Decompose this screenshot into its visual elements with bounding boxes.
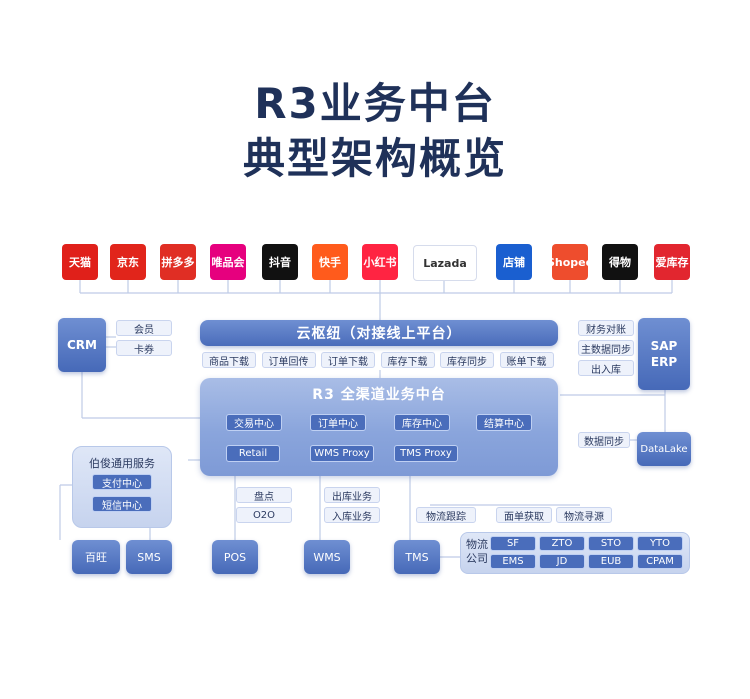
- channel-logo-5: 快手: [312, 244, 348, 280]
- sms-box: SMS: [126, 540, 172, 574]
- erp-label: ERP: [650, 355, 678, 369]
- sap-item-reconcile: 财务对账: [578, 320, 634, 336]
- boyun-item-payment: 支付中心: [92, 474, 152, 490]
- boyun-panel: [72, 446, 172, 528]
- channel-logo-0: 天猫: [62, 244, 98, 280]
- carrier-sto: STO: [588, 536, 634, 551]
- channel-logo-1: 京东: [110, 244, 146, 280]
- sap-erp-box: SAP ERP: [638, 318, 690, 390]
- tms-item-sourcing: 物流寻源: [556, 507, 612, 523]
- core-proxy: Retail: [226, 445, 280, 462]
- tms-box: TMS: [394, 540, 440, 574]
- wms-box: WMS: [304, 540, 350, 574]
- carrier-eub: EUB: [588, 554, 634, 569]
- channel-logo-11: 爱库存: [654, 244, 690, 280]
- channel-logo-10: 得物: [602, 244, 638, 280]
- carrier-yto: YTO: [637, 536, 683, 551]
- core-center: 订单中心: [310, 414, 366, 431]
- carrier-zto: ZTO: [539, 536, 585, 551]
- channel-logo-8: 店铺: [496, 244, 532, 280]
- channel-logo-9: Shopee: [552, 244, 588, 280]
- wms-item-outbound: 出库业务: [324, 487, 380, 503]
- sap-label: SAP: [650, 339, 678, 353]
- channel-logo-3: 唯品会: [210, 244, 246, 280]
- yunshuniu-function: 库存同步: [440, 352, 494, 368]
- core-title: R3 全渠道业务中台: [312, 387, 446, 403]
- core-proxy: TMS Proxy: [394, 445, 458, 462]
- pos-item-stocktake: 盘点: [236, 487, 292, 503]
- yunshuniu-function: 商品下载: [202, 352, 256, 368]
- yunshuniu-function: 订单回传: [261, 352, 316, 368]
- channel-logo-6: 小红书: [362, 244, 398, 280]
- datalake-sync: 数据同步: [578, 432, 630, 448]
- channel-logo-7: Lazada: [413, 245, 477, 281]
- yunshuniu-function: 订单下载: [321, 352, 375, 368]
- core-center: 结算中心: [476, 414, 532, 431]
- carrier-cpam: CPAM: [637, 554, 683, 569]
- yunshuniu-function: 库存下载: [380, 352, 435, 368]
- yunshuniu-function: 账单下载: [499, 352, 554, 368]
- crm-item-coupon: 卡券: [116, 340, 172, 356]
- boyun-title: 伯俊通用服务: [89, 457, 155, 470]
- title-line2: 典型架构概览: [242, 134, 507, 183]
- wms-item-inbound: 入库业务: [324, 507, 380, 523]
- tms-item-tracking: 物流跟踪: [416, 507, 476, 523]
- logistics-label-line2: 公司: [466, 552, 488, 565]
- logistics-label-line1: 物流: [466, 538, 488, 551]
- title-line1: R3业务中台: [254, 79, 496, 128]
- carrier-sf: SF: [490, 536, 536, 551]
- channel-logo-4: 抖音: [262, 244, 298, 280]
- logistics-label: 物流 公司: [466, 538, 488, 566]
- core-center: 交易中心: [226, 414, 282, 431]
- boyun-item-sms: 短信中心: [92, 496, 152, 512]
- crm-item-member: 会员: [116, 320, 172, 336]
- datalake-box: DataLake: [637, 432, 691, 466]
- carrier-jd: JD: [539, 554, 585, 569]
- pos-item-o2o: O2O: [236, 507, 292, 523]
- core-proxy: WMS Proxy: [310, 445, 374, 462]
- pos-box: POS: [212, 540, 258, 574]
- yunshuniu-bar: 云枢纽（对接线上平台）: [200, 320, 558, 346]
- carrier-ems: EMS: [490, 554, 536, 569]
- sap-item-inout: 出入库: [578, 360, 634, 376]
- channel-logo-2: 拼多多: [160, 244, 196, 280]
- sap-item-masterdata: 主数据同步: [578, 340, 634, 356]
- crm-box: CRM: [58, 318, 106, 372]
- tms-item-waybill: 面单获取: [496, 507, 552, 523]
- baiwang-box: 百旺: [72, 540, 120, 574]
- core-center: 库存中心: [394, 414, 450, 431]
